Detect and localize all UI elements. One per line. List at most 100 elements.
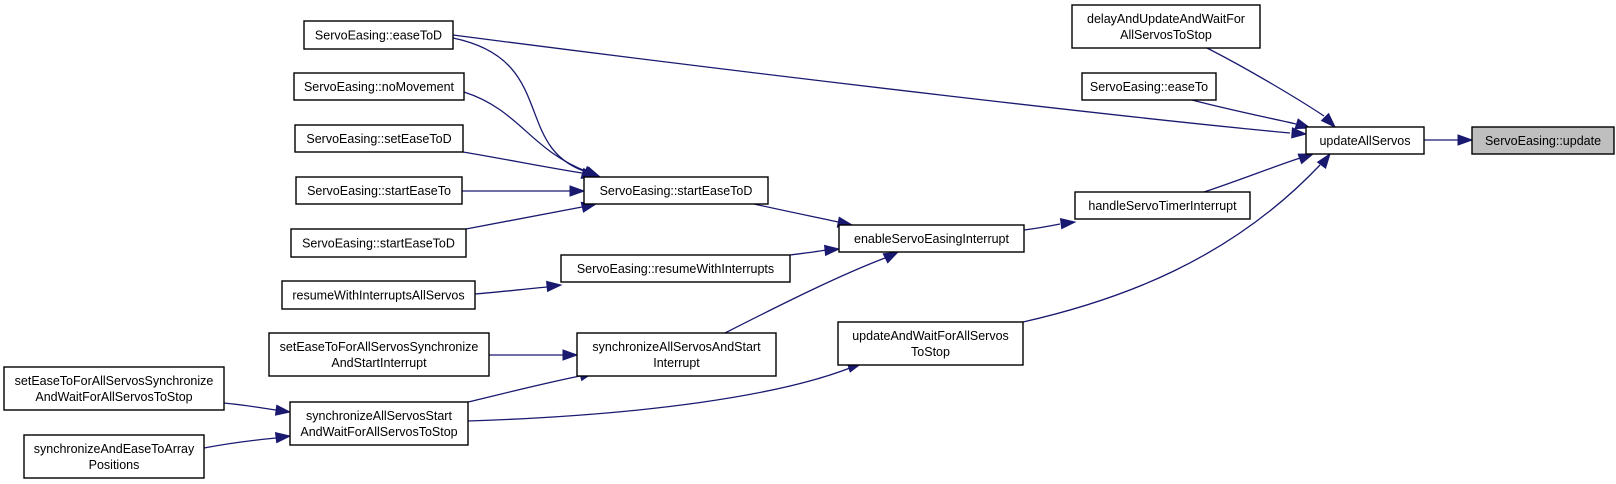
edge-resume-all-to-resume-with-interrupts: [474, 280, 563, 295]
node-box[interactable]: [838, 224, 1025, 253]
edge-delay-and-update-to-update-all-servos: [1206, 47, 1337, 129]
node-start-ease-to-d-left[interactable]: ServoEasing::startEaseToD: [290, 228, 467, 258]
node-set-ease-to-d[interactable]: ServoEasing::setEaseToD: [294, 124, 464, 153]
node-ease-to[interactable]: ServoEasing::easeTo: [1081, 72, 1217, 101]
edge-set-ease-sync-wait-to-sync-start-and-wait: [223, 402, 292, 416]
node-start-ease-to-d[interactable]: ServoEasing::startEaseToD: [583, 176, 769, 205]
node-set-ease-sync-wait[interactable]: setEaseToForAllServosSynchronizeAndWaitF…: [3, 366, 225, 411]
node-box: [1471, 126, 1615, 155]
node-label: ServoEasing::update: [1485, 134, 1601, 148]
edge-ease-to-to-update-all-servos: [1191, 99, 1312, 130]
node-label: delayAndUpdateAndWaitFor: [1087, 12, 1245, 26]
node-sync-start-and-wait[interactable]: synchronizeAllServosStartAndWaitForAllSe…: [289, 401, 469, 446]
node-label: ServoEasing::resumeWithInterrupts: [577, 262, 774, 276]
edge-line: [1203, 157, 1301, 193]
node-ease-to-d[interactable]: ServoEasing::easeToD: [303, 20, 454, 50]
edge-update-and-wait-to-update-all-servos: [1022, 152, 1331, 323]
edge-line: [1206, 47, 1325, 117]
node-label: synchronizeAndEaseToArray: [34, 442, 195, 456]
node-box[interactable]: [1081, 72, 1217, 101]
node-no-movement[interactable]: ServoEasing::noMovement: [293, 72, 465, 101]
node-set-ease-sync-start-int[interactable]: setEaseToForAllServosSynchronizeAndStart…: [268, 332, 490, 377]
node-handle-servo-timer-interrupt[interactable]: handleServoTimerInterrupt: [1074, 191, 1251, 220]
arrowhead-icon: [569, 185, 586, 197]
node-label: ServoEasing::startEaseToD: [302, 237, 455, 251]
node-resume-all[interactable]: resumeWithInterruptsAllServos: [281, 280, 476, 310]
node-box[interactable]: [290, 228, 467, 258]
node-start-ease-to[interactable]: ServoEasing::startEaseTo: [295, 176, 463, 205]
arrowhead-icon: [1316, 152, 1331, 170]
arrowhead-icon: [1294, 118, 1312, 130]
nodes-layer: ServoEasing::update updateAllServos delayA…: [3, 4, 1615, 479]
node-label: Positions: [89, 458, 140, 472]
node-update-all-servos[interactable]: updateAllServos: [1305, 126, 1425, 155]
arrowhead-icon: [546, 280, 563, 293]
node-update: ServoEasing::update: [1471, 126, 1615, 155]
edges-layer: [203, 34, 1474, 449]
node-label: ServoEasing::startEaseTo: [307, 184, 451, 198]
node-label: AndStartInterrupt: [331, 356, 427, 370]
edge-line: [223, 402, 277, 411]
node-box[interactable]: [583, 176, 769, 205]
arrowhead-icon: [1291, 127, 1308, 139]
edge-start-ease-to-d-to-enable-servo-easing-interrupt: [753, 203, 854, 228]
arrowhead-icon: [1059, 218, 1077, 230]
arrowhead-icon: [882, 251, 900, 264]
node-box[interactable]: [560, 254, 791, 283]
edge-resume-with-interrupts-to-enable-servo-easing-interrupt: [789, 244, 841, 257]
node-label: AndWaitForAllServosToStop: [35, 390, 192, 404]
node-label: ToStop: [911, 345, 950, 359]
edge-line: [753, 203, 839, 223]
node-label: updateAndWaitForAllServos: [852, 329, 1009, 343]
node-label: setEaseToForAllServosSynchronize: [280, 340, 479, 354]
node-label: resumeWithInterruptsAllServos: [292, 289, 464, 303]
node-label: AndWaitForAllServosToStop: [300, 425, 457, 439]
node-label: ServoEasing::setEaseToD: [306, 132, 451, 146]
node-label: synchronizeAllServosAndStart: [592, 340, 761, 354]
node-box[interactable]: [576, 332, 777, 377]
node-box[interactable]: [3, 366, 225, 411]
arrowhead-icon: [274, 404, 292, 416]
arrowhead-icon: [274, 432, 292, 444]
node-box[interactable]: [303, 20, 454, 50]
edge-line: [1023, 223, 1061, 231]
node-box[interactable]: [837, 321, 1024, 366]
node-label: ServoEasing::easeToD: [315, 29, 442, 43]
edge-set-ease-to-d-to-start-ease-to-d: [462, 151, 598, 179]
node-box[interactable]: [268, 332, 490, 377]
node-box[interactable]: [294, 124, 464, 153]
node-label: ServoEasing::startEaseToD: [600, 184, 753, 198]
node-box[interactable]: [1305, 126, 1425, 155]
edge-start-ease-to-d-left-to-start-ease-to-d: [465, 201, 598, 230]
node-box[interactable]: [293, 72, 465, 101]
arrowhead-icon: [562, 349, 579, 361]
node-box[interactable]: [289, 401, 469, 446]
node-label: ServoEasing::easeTo: [1090, 80, 1208, 94]
node-box[interactable]: [23, 434, 205, 479]
node-box[interactable]: [1074, 191, 1251, 220]
edge-ease-to-d-to-update-all-servos: [452, 34, 1308, 139]
node-box[interactable]: [295, 176, 463, 205]
edge-sync-ease-array-to-sync-start-and-wait: [203, 432, 292, 449]
edge-line: [1191, 99, 1297, 125]
edge-line: [724, 257, 886, 334]
node-enable-servo-easing-interrupt[interactable]: enableServoEasingInterrupt: [838, 224, 1025, 253]
edge-start-ease-to-to-start-ease-to-d: [462, 185, 586, 197]
edge-line: [203, 437, 277, 449]
edge-line: [467, 367, 851, 422]
node-label: synchronizeAllServosStart: [306, 409, 452, 423]
edge-line: [463, 91, 589, 173]
edge-line: [1022, 164, 1321, 323]
node-box[interactable]: [1071, 4, 1261, 49]
node-label: enableServoEasingInterrupt: [854, 232, 1009, 246]
edge-line: [452, 37, 591, 174]
node-box[interactable]: [281, 280, 476, 310]
arrowhead-icon: [1320, 112, 1337, 129]
node-resume-with-interrupts[interactable]: ServoEasing::resumeWithInterrupts: [560, 254, 791, 283]
edge-set-ease-sync-start-int-to-sync-and-start-interrupt: [489, 349, 579, 361]
